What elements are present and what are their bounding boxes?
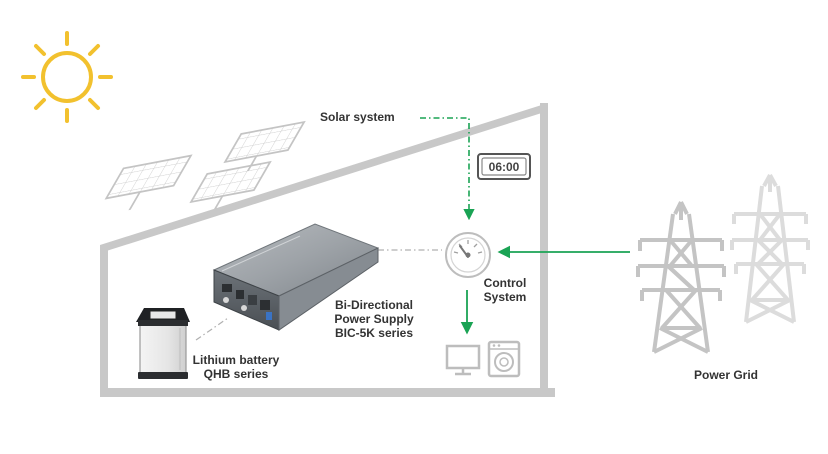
battery-icon bbox=[136, 308, 190, 379]
solar-system-label: Solar system bbox=[320, 110, 395, 124]
psu-label: Bi-Directional Power Supply BIC-5K serie… bbox=[322, 298, 426, 340]
solar-flow-arrow bbox=[420, 117, 475, 221]
clock-icon: 06:00 bbox=[477, 153, 531, 180]
battery-label-line1: Lithium battery bbox=[192, 353, 280, 367]
control-label-line2: System bbox=[483, 290, 527, 304]
psu-label-line1: Bi-Directional bbox=[334, 298, 413, 312]
psu-label-line2: Power Supply bbox=[334, 312, 414, 326]
control-label-line1: Control bbox=[483, 276, 527, 290]
transmission-tower-icon bbox=[730, 174, 810, 324]
solar-panel-icon bbox=[189, 160, 272, 212]
battery-label: Lithium battery QHB series bbox=[186, 353, 286, 381]
washing-machine-icon bbox=[487, 340, 521, 378]
battery-label-line2: QHB series bbox=[203, 367, 269, 381]
power-grid-label: Power Grid bbox=[694, 368, 759, 382]
control-system-label: Control System bbox=[482, 276, 528, 304]
solar-panel-icon bbox=[223, 120, 306, 172]
power-supply-unit bbox=[212, 223, 380, 331]
house-outline bbox=[100, 103, 555, 397]
sun-icon bbox=[21, 31, 113, 123]
tv-icon bbox=[445, 344, 481, 376]
clock-time: 06:00 bbox=[489, 160, 520, 174]
transmission-tower-icon bbox=[636, 201, 726, 354]
solar-panel-icon bbox=[104, 154, 193, 211]
gauge-icon bbox=[445, 232, 491, 278]
battery-psu-link bbox=[195, 317, 229, 341]
psu-label-line3: BIC-5K series bbox=[334, 326, 414, 340]
